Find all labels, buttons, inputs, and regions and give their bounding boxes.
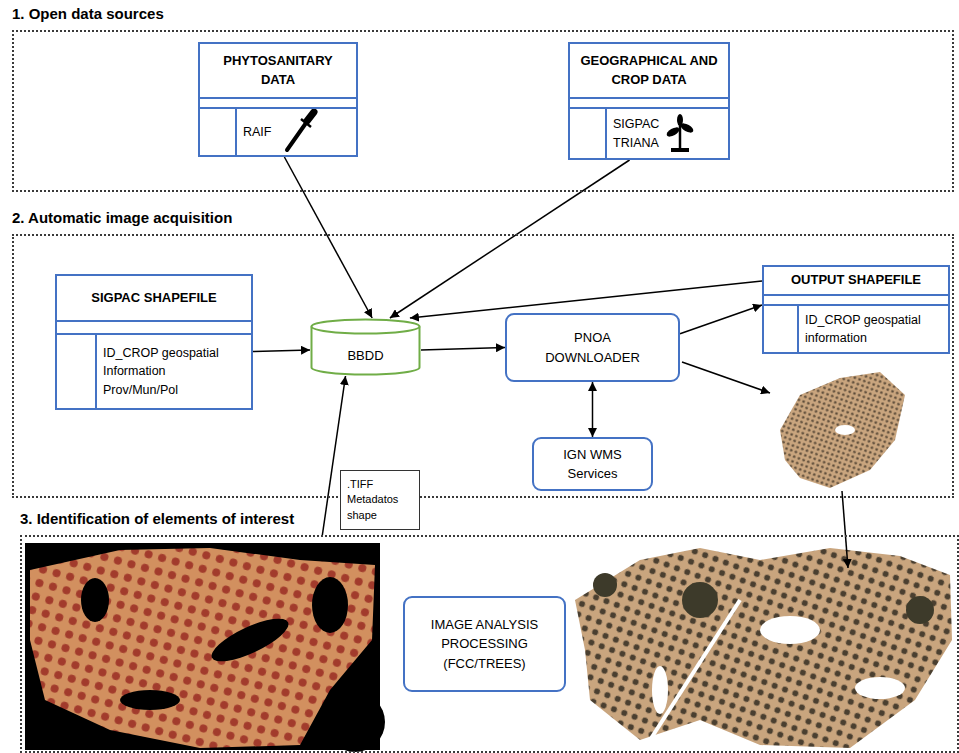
classified-parcel — [30, 548, 375, 748]
database-label: BBDD — [347, 348, 383, 363]
table-body: ID_CROP geospatial Information Prov/Mun/… — [57, 335, 251, 408]
classified-gap — [312, 577, 348, 633]
table-text: ID_CROP geospatial information — [805, 311, 942, 347]
data-table-box: SIGPAC SHAPEFILE ID_CROP geospatial Infor… — [55, 274, 253, 410]
table-title: GEOGRAPHICAL AND CROP DATA — [577, 52, 722, 90]
pipette-bulb — [307, 112, 314, 121]
table-cell — [57, 335, 97, 408]
classified-gap — [206, 610, 293, 669]
table-body: SIGPAC TRIANA — [570, 109, 728, 158]
table-header: GEOGRAPHICAL AND CROP DATA — [570, 44, 728, 99]
pipette-icon — [287, 123, 306, 150]
section-band: 3. Identification of elements of interes… — [20, 535, 959, 753]
image-arrow — [842, 491, 848, 568]
database-cylinder: BBDD — [310, 318, 421, 376]
table-row — [570, 99, 728, 109]
table-cell: SIGPAC TRIANA — [607, 109, 728, 158]
tree-cluster — [682, 582, 718, 618]
data-table-box: GEOGRAPHICAL AND CROP DATA SIGPAC TRIANA — [568, 42, 730, 160]
data-table-box: OUTPUT SHAPEFILE ID_CROP geospatial infor… — [762, 265, 950, 354]
section-heading: 2. Automatic image acquisition — [12, 209, 952, 229]
section-band: 2. Automatic image acquisitionSIGPAC SHA… — [12, 234, 954, 498]
table-header: SIGPAC SHAPEFILE — [57, 276, 251, 322]
table-text: ID_CROP geospatial Information Prov/Mun/… — [103, 344, 233, 398]
band-heading-slot: 2. Automatic image acquisition — [14, 209, 952, 229]
flow-arrow — [680, 305, 762, 334]
process-label: IGN WMS Services — [548, 445, 638, 484]
flow-arrow — [592, 382, 594, 437]
plant-leaf — [665, 125, 681, 138]
table-title: OUTPUT SHAPEFILE — [791, 271, 921, 290]
table-text: RAIF — [243, 123, 271, 141]
table-cell — [570, 109, 607, 158]
section-band: 1. Open data sourcesPHYTOSANITARY DATARA… — [12, 30, 954, 192]
table-title: SIGPAC SHAPEFILE — [91, 289, 216, 308]
parcel-image-small — [780, 372, 905, 488]
table-row — [764, 296, 948, 306]
tree-cluster — [906, 596, 934, 624]
table-cell: RAIF — [237, 109, 356, 155]
flow-arrow — [390, 160, 630, 318]
classified-gap — [81, 578, 109, 622]
tree-cluster — [593, 573, 617, 597]
file-label: .TIFF Metadatos shape — [347, 477, 413, 523]
cylinder-top — [312, 320, 420, 334]
plant-leaf — [677, 114, 683, 126]
pipette-collar — [301, 119, 311, 127]
section-heading: 3. Identification of elements of interes… — [20, 510, 957, 530]
table-cell: ID_CROP geospatial information — [799, 306, 948, 352]
table-header: OUTPUT SHAPEFILE — [764, 267, 948, 296]
flow-arrow — [253, 350, 310, 352]
flow-arrow — [284, 157, 372, 318]
table-body: ID_CROP geospatial information — [764, 306, 948, 352]
plant-ground — [671, 148, 689, 152]
table-body: RAIF — [200, 109, 356, 155]
table-cell — [764, 306, 799, 352]
table-row — [200, 99, 356, 109]
table-header: PHYTOSANITARY DATA — [200, 44, 356, 99]
file-note-box: .TIFF Metadatos shape — [340, 470, 420, 530]
section-heading: 1. Open data sources — [12, 5, 952, 25]
table-title: PHYTOSANITARY DATA — [218, 52, 338, 90]
classified-gap — [325, 692, 385, 752]
classified-gap — [120, 690, 180, 710]
band-heading-slot: 1. Open data sources — [14, 5, 952, 25]
flow-arrow — [421, 348, 505, 350]
process-box: PNOA DOWNLOADER — [505, 313, 680, 382]
orchard-gap — [760, 616, 820, 644]
plant-stem — [679, 124, 682, 150]
table-cell: ID_CROP geospatial Information Prov/Mun/… — [97, 335, 251, 408]
table-row — [57, 322, 251, 335]
cylinder-outline — [310, 318, 421, 376]
table-cell — [200, 109, 237, 155]
process-box: IGN WMS Services — [532, 437, 653, 491]
orchard-path — [650, 600, 740, 740]
band-heading-slot: 3. Identification of elements of interes… — [22, 510, 957, 530]
orchard-image — [575, 548, 952, 748]
table-text: SIGPAC TRIANA — [613, 115, 673, 151]
image-arrow — [682, 362, 770, 393]
process-label: IMAGE ANALYSIS PROCESSING (FCC/TREES) — [413, 615, 556, 674]
orchard-gap — [855, 677, 905, 699]
process-label: PNOA DOWNLOADER — [538, 328, 648, 367]
parcel-gap — [835, 425, 855, 435]
data-table-box: PHYTOSANITARY DATA RAIF — [198, 42, 358, 157]
orchard-gap — [652, 666, 668, 714]
process-box: IMAGE ANALYSIS PROCESSING (FCC/TREES) — [403, 596, 566, 692]
